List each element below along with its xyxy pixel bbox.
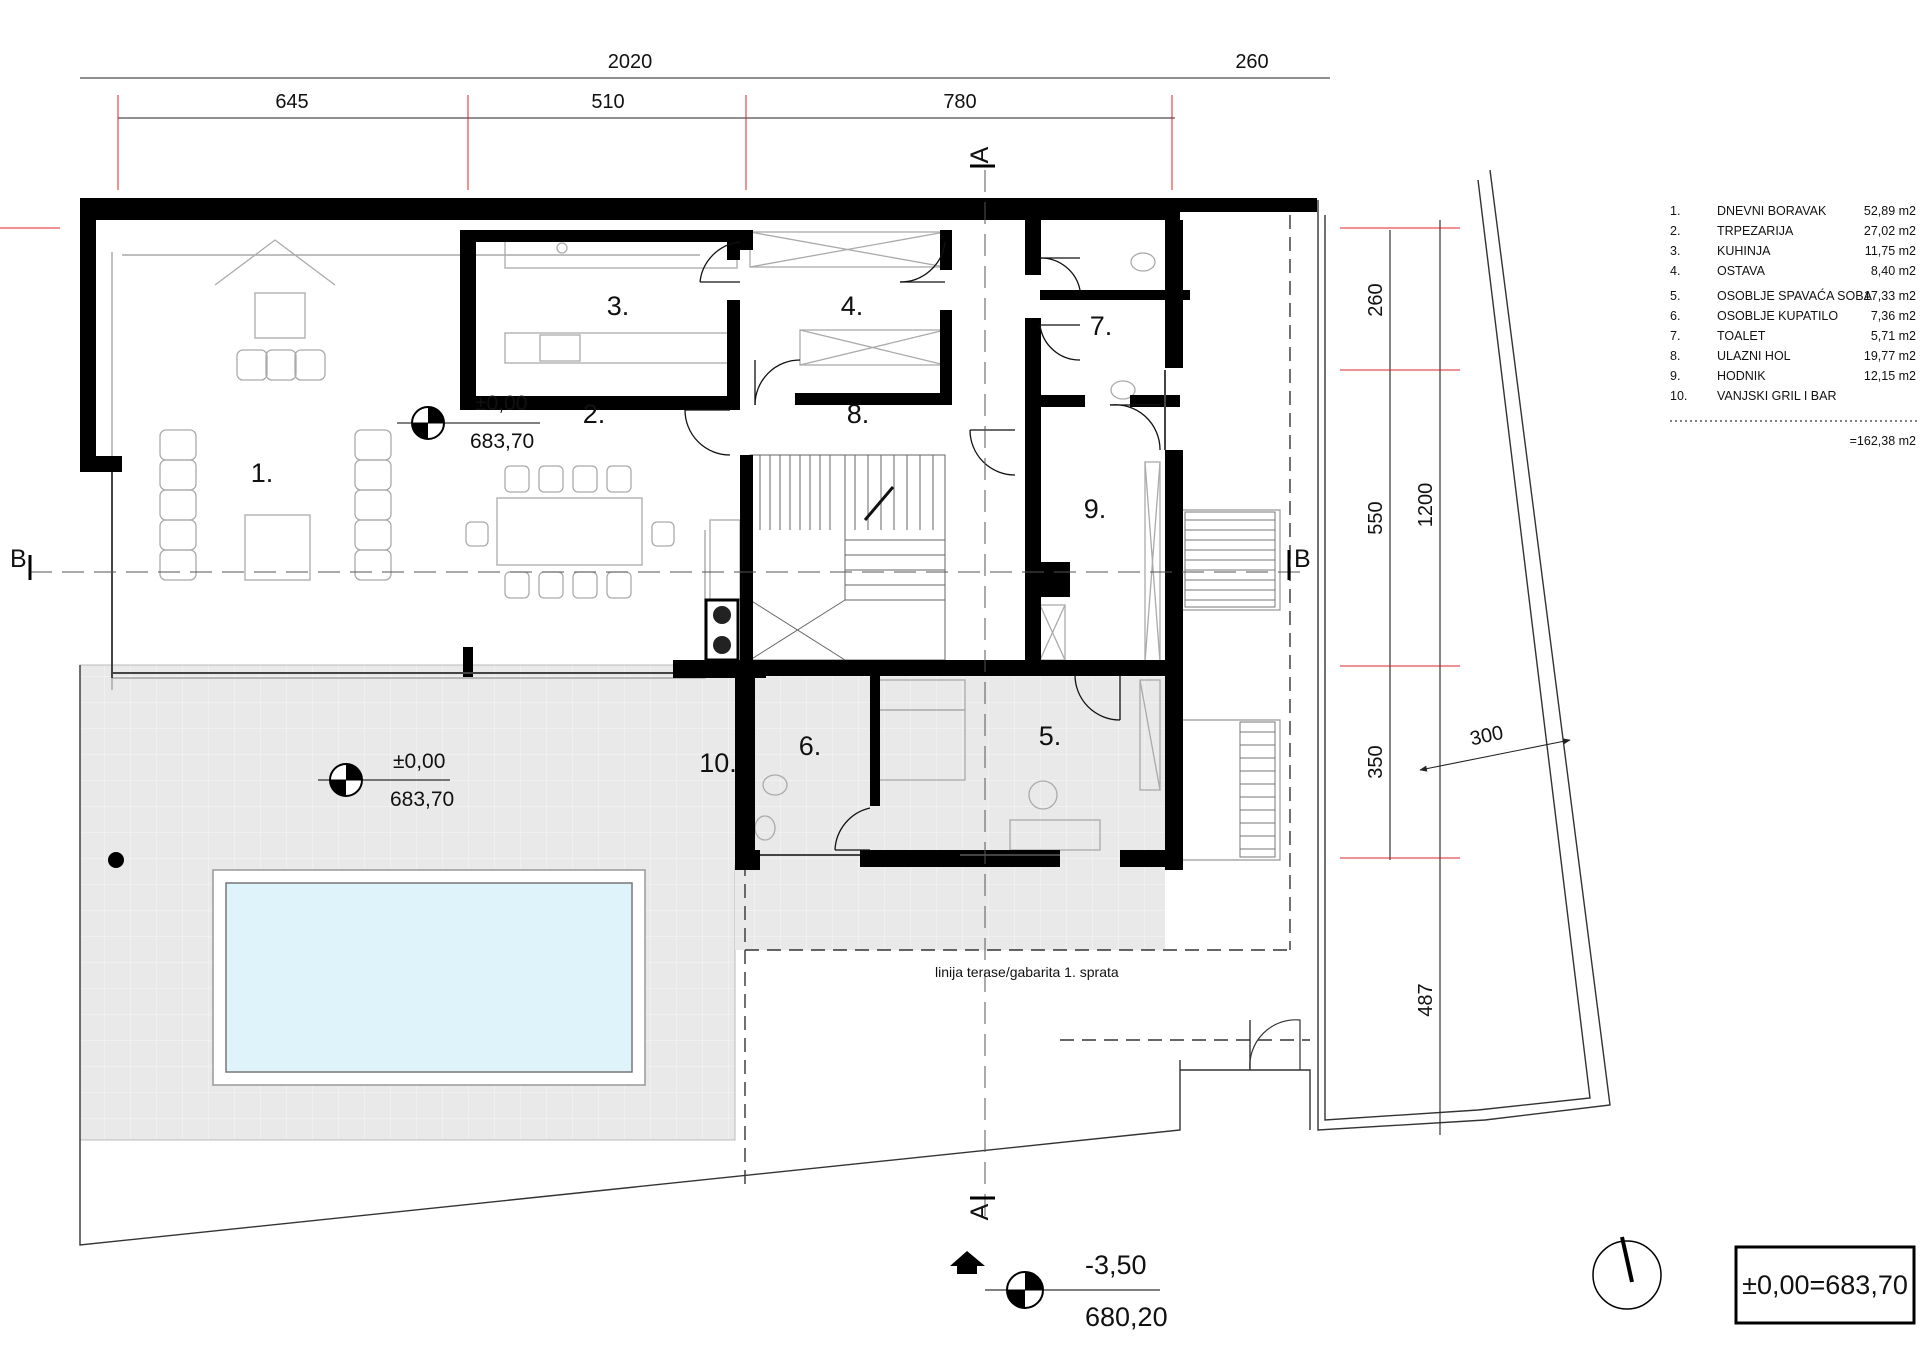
marker-dot — [108, 852, 124, 868]
section-mark-a-top: A — [966, 146, 994, 163]
legend-num: 7. — [1670, 329, 1680, 343]
glazing — [111, 370, 1166, 856]
legend-num: 8. — [1670, 349, 1680, 363]
elevation-entrance-level: -3,50 — [1085, 1250, 1147, 1280]
dim-seg-1: 645 — [275, 91, 308, 113]
legend-num: 2. — [1670, 224, 1680, 238]
section-mark-a-bottom: A — [966, 1203, 994, 1220]
dim-diagonal: 300 — [1468, 722, 1505, 750]
room-label-9: 9. — [1084, 494, 1107, 524]
legend-name: HODNIK — [1717, 369, 1766, 383]
dim-right-3: 350 — [1365, 745, 1387, 778]
room-label-4: 4. — [841, 291, 864, 321]
room-label-6: 6. — [799, 731, 822, 761]
pool — [212, 869, 646, 1086]
legend-num: 5. — [1670, 289, 1680, 303]
legend-name: OSOBLJE SPAVAĆA SOBA — [1717, 288, 1873, 303]
elevation-interior-abs: 683,70 — [470, 430, 534, 453]
section-mark-b-right: B — [1294, 545, 1311, 573]
room-legend: 1. DNEVNI BORAVAK 52,89 m2 2. TRPEZARIJA… — [1670, 204, 1916, 448]
elevation-terrace-abs: 683,70 — [390, 788, 454, 811]
legend-num: 3. — [1670, 244, 1680, 258]
walls — [80, 198, 1317, 870]
legend-num: 1. — [1670, 204, 1680, 218]
room-label-5: 5. — [1039, 721, 1062, 751]
dim-top-total: 2020 — [608, 51, 653, 73]
north-arrow-icon — [1592, 1236, 1662, 1310]
legend-name: TOALET — [1717, 329, 1766, 343]
legend-name: OSTAVA — [1717, 264, 1766, 278]
dimension-ticks — [0, 95, 1460, 859]
elevation-marker-interior — [397, 406, 540, 440]
dim-right-2: 550 — [1365, 501, 1387, 534]
legend-area: 7,36 m2 — [1871, 309, 1916, 323]
room-label-2: 2. — [583, 399, 606, 429]
dim-top-extra: 260 — [1235, 51, 1268, 73]
dim-right-1: 260 — [1365, 283, 1387, 316]
reference-box — [1734, 1245, 1916, 1325]
doors — [684, 241, 1161, 851]
legend-num: 10. — [1670, 389, 1687, 403]
section-mark-b-left: B — [10, 545, 27, 573]
exterior-stairs — [1184, 511, 1276, 858]
room-label-3: 3. — [607, 291, 630, 321]
legend-area: 5,71 m2 — [1871, 329, 1916, 343]
legend-area: 8,40 m2 — [1871, 264, 1916, 278]
note-terrace-line: linija terase/gabarita 1. sprata — [935, 964, 1119, 980]
legend-name: ULAZNI HOL — [1717, 349, 1791, 363]
legend-num: 6. — [1670, 309, 1680, 323]
dim-right-total: 1200 — [1415, 483, 1437, 528]
reference-elevation: ±0,00=683,70 — [1742, 1270, 1908, 1300]
legend-name: VANJSKI GRIL I BAR — [1717, 389, 1836, 403]
elevation-marker-terrace — [318, 763, 450, 797]
legend-area: 52,89 m2 — [1864, 204, 1916, 218]
dim-seg-3: 780 — [943, 91, 976, 113]
legend-area: 12,15 m2 — [1864, 369, 1916, 383]
elevation-entrance-abs: 680,20 — [1085, 1302, 1168, 1332]
electrical-panel — [704, 598, 740, 662]
dim-seg-2: 510 — [591, 91, 624, 113]
legend-num: 9. — [1670, 369, 1680, 383]
legend-area: 11,75 m2 — [1865, 244, 1916, 258]
section-lines — [30, 170, 1300, 1220]
room-label-10: 10. — [699, 748, 737, 778]
dimension-lines — [80, 77, 1571, 1135]
site-boundary — [79, 169, 1611, 1246]
legend-name: DNEVNI BORAVAK — [1717, 204, 1827, 218]
room-label-7: 7. — [1090, 311, 1113, 341]
legend-area: 17,33 m2 — [1864, 289, 1916, 303]
legend-num: 4. — [1670, 264, 1680, 278]
elevation-terrace-level: ±0,00 — [393, 750, 445, 773]
legend-name: OSOBLJE KUPATILO — [1717, 309, 1838, 323]
dim-right-4: 487 — [1415, 983, 1437, 1016]
interior-stair — [749, 454, 946, 661]
room-label-1: 1. — [251, 458, 274, 488]
legend-name: TRPEZARIJA — [1717, 224, 1794, 238]
legend-area: 27,02 m2 — [1864, 224, 1916, 238]
elevation-marker-entrance — [950, 1251, 1160, 1309]
legend-name: KUHINJA — [1717, 244, 1771, 258]
room-label-8: 8. — [847, 399, 870, 429]
legend-area: 19,77 m2 — [1864, 349, 1916, 363]
elevation-interior-level: ±0,00 — [475, 392, 527, 415]
legend-total: =162,38 m2 — [1850, 434, 1916, 448]
